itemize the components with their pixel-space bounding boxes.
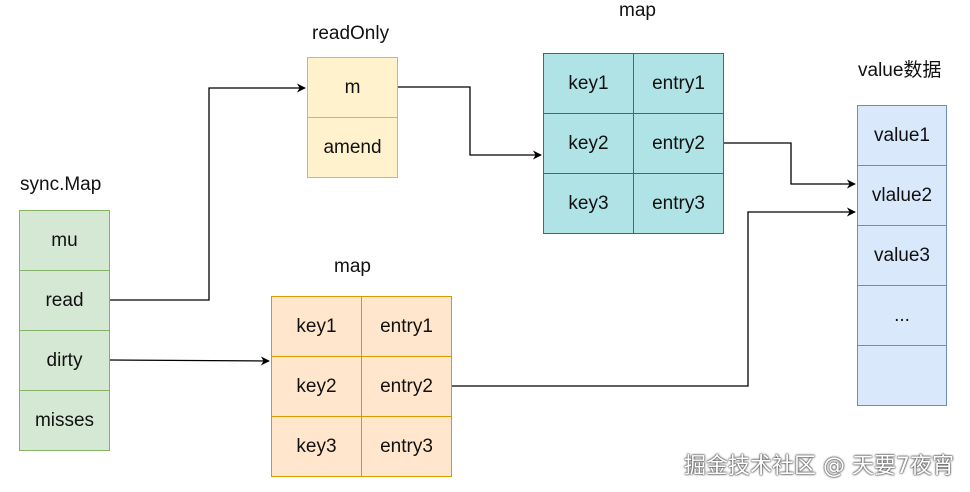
read-map-entry3: entry3 — [633, 173, 724, 234]
arrow-dirty-entry2-to-value — [452, 207, 856, 387]
value-cell-2: vlalue2 — [857, 165, 947, 226]
arrow-dirty-to-map — [109, 356, 270, 366]
arrow-read-to-readonly — [110, 83, 306, 301]
read-map-entry1: entry1 — [633, 53, 724, 114]
read-map-title: map — [619, 0, 656, 21]
watermark: 掘金技术社区 @ 天要7夜宵 — [684, 454, 954, 479]
sync-map-field-read: read — [19, 270, 110, 331]
dirty-map-entry3: entry3 — [361, 416, 452, 477]
read-only-title: readOnly — [312, 23, 390, 44]
dirty-map-title: map — [334, 256, 371, 277]
dirty-map-key3: key3 — [271, 416, 362, 477]
sync-map-title: sync.Map — [20, 174, 102, 195]
read-map-entry2: entry2 — [633, 113, 724, 174]
arrow-m-to-readmap — [398, 86, 542, 160]
read-only-field-m: m — [307, 57, 398, 118]
arrow-entry2-to-value — [724, 142, 856, 189]
read-map-key2: key2 — [543, 113, 634, 174]
dirty-map-key1: key1 — [271, 296, 362, 357]
value-cell-4: ... — [857, 285, 947, 346]
value-cell-5 — [857, 345, 947, 406]
dirty-map-entry1: entry1 — [361, 296, 452, 357]
read-only-field-amend: amend — [307, 117, 398, 178]
value-cell-3: value3 — [857, 225, 947, 286]
sync-map-field-misses: misses — [19, 390, 110, 451]
value-cell-1: value1 — [857, 105, 947, 166]
dirty-map-key2: key2 — [271, 356, 362, 417]
value-data-title: value数据 — [858, 60, 942, 81]
read-map-key3: key3 — [543, 173, 634, 234]
